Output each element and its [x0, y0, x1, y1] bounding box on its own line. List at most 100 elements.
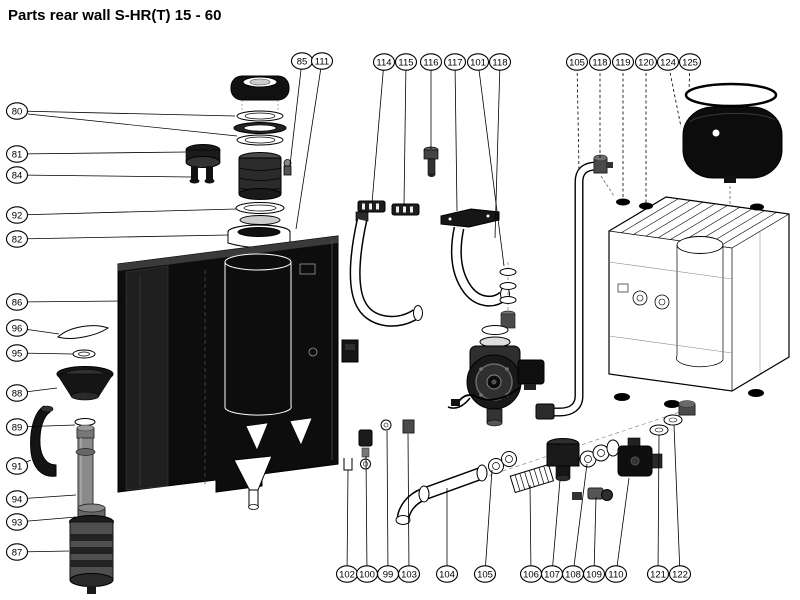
svg-text:104: 104	[439, 569, 455, 580]
expansion-vessel	[682, 106, 783, 204]
ribbed-coupling	[509, 463, 555, 494]
callout-114: 114	[371, 53, 396, 204]
svg-text:124: 124	[660, 57, 676, 68]
svg-text:109: 109	[586, 569, 602, 580]
svg-text:114: 114	[376, 57, 391, 68]
svg-text:91: 91	[12, 461, 23, 472]
condensate-funnel	[233, 455, 273, 510]
svg-text:115: 115	[398, 57, 413, 68]
wall-grommet-cap	[185, 144, 221, 184]
flue-terminal-stack	[27, 75, 291, 259]
callout-115: 115	[394, 53, 418, 207]
svg-text:101: 101	[470, 57, 486, 68]
vessel-o-ring	[684, 82, 778, 108]
svg-text:95: 95	[12, 348, 23, 359]
callout-118: 118	[488, 53, 512, 239]
callout-105: 105	[473, 469, 497, 583]
sensor-ring	[380, 419, 415, 434]
svg-text:92: 92	[12, 210, 23, 221]
seal-ring-95	[72, 349, 96, 359]
fitting-118	[593, 154, 615, 197]
svg-text:96: 96	[12, 323, 23, 334]
riser-pipe	[549, 161, 598, 417]
condensate-tray	[56, 366, 114, 401]
callout-82: 82	[5, 230, 229, 248]
svg-text:118: 118	[492, 57, 507, 68]
sensor-pocket	[341, 339, 359, 363]
callout-81: 81	[5, 145, 187, 163]
callout-93: 93	[5, 513, 77, 531]
svg-text:86: 86	[12, 297, 23, 308]
mounting-bolt	[283, 159, 292, 176]
callout-87: 87	[5, 543, 70, 561]
fitting-116	[423, 146, 439, 177]
callout-88: 88	[5, 384, 58, 402]
callout-107: 107	[540, 479, 564, 583]
svg-text:93: 93	[12, 517, 23, 528]
callout-122: 122	[668, 424, 692, 583]
callout-104: 104	[435, 488, 459, 583]
callout-111: 111	[295, 52, 334, 230]
callout-86: 86	[5, 293, 123, 311]
gasket-seal	[57, 325, 110, 339]
svg-text:105: 105	[477, 569, 493, 580]
callout-117: 117	[443, 53, 467, 212]
callout-85: 85	[289, 52, 314, 166]
svg-text:110: 110	[608, 569, 623, 580]
mounting-bracket	[440, 208, 500, 228]
svg-text:120: 120	[638, 57, 654, 68]
callout-80: 80	[5, 102, 236, 120]
callout-89: 89	[5, 418, 76, 436]
callout-110: 110	[604, 477, 630, 583]
svg-text:81: 81	[12, 149, 23, 160]
svg-text:80: 80	[12, 106, 23, 117]
svg-text:108: 108	[565, 569, 581, 580]
svg-text:117: 117	[447, 57, 462, 68]
manifold-rail-b	[391, 203, 420, 216]
valve-block	[617, 437, 663, 477]
mounting-grommets	[614, 198, 764, 408]
callout-125: 125	[678, 53, 702, 91]
pump-cable	[447, 386, 521, 409]
callout-91: 91	[5, 457, 32, 475]
svg-text:89: 89	[12, 422, 23, 433]
svg-text:84: 84	[12, 170, 23, 181]
callout-124: 124	[656, 53, 682, 128]
tee-riser-connector	[535, 403, 555, 420]
callout-120: 120	[634, 53, 658, 203]
svg-text:99: 99	[383, 569, 394, 580]
callout-103: 103	[397, 433, 421, 583]
svg-text:82: 82	[12, 234, 23, 245]
callout-99: 99	[376, 430, 400, 583]
rear-wall-casing	[117, 235, 339, 493]
supply-pipe-left	[349, 211, 423, 327]
callout-116: 116	[419, 53, 443, 149]
svg-text:100: 100	[359, 569, 375, 580]
callout-119: 119	[611, 53, 635, 199]
svg-text:103: 103	[401, 569, 417, 580]
o-ring-stack	[499, 262, 517, 329]
svg-text:118: 118	[592, 57, 607, 68]
callout-109: 109	[582, 496, 606, 583]
manifold-rail-a	[357, 200, 386, 213]
callout-105: 105	[565, 53, 589, 171]
svg-text:105: 105	[569, 57, 585, 68]
supply-pipe-right	[450, 226, 510, 307]
drain-fittings	[572, 487, 613, 501]
callout-102: 102	[335, 469, 359, 583]
heat-exchanger-block	[608, 196, 790, 392]
tee-piece	[546, 438, 580, 482]
page-title: Parts rear wall S-HR(T) 15 - 60	[8, 7, 222, 24]
svg-text:119: 119	[615, 57, 630, 68]
svg-text:85: 85	[297, 56, 308, 67]
callout-100: 100	[355, 455, 379, 583]
svg-text:122: 122	[672, 569, 688, 580]
callout-118: 118	[588, 53, 612, 158]
svg-text:116: 116	[423, 57, 438, 68]
washers-left	[488, 451, 517, 474]
siphon-cup	[69, 503, 114, 594]
callout-96: 96	[5, 319, 60, 337]
washers-right	[579, 439, 620, 468]
